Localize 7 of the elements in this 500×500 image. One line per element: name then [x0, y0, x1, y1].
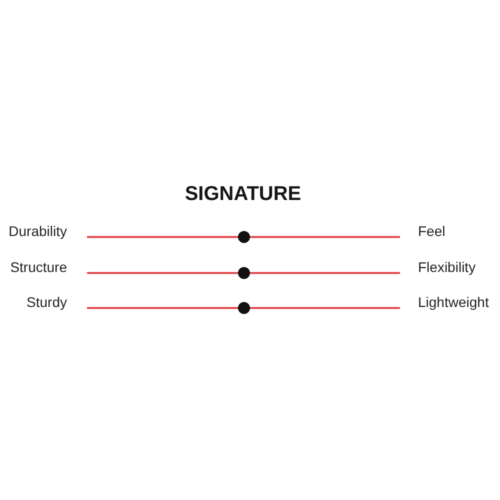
scale-right-label: Lightweight [418, 294, 489, 310]
scale-left-label: Structure [10, 258, 67, 274]
title: SIGNATURE [184, 182, 302, 206]
scale-right-label: Feel [418, 223, 446, 239]
scale-left-label: Sturdy [26, 294, 67, 310]
scale-left-label: Durability [8, 223, 67, 239]
scale-right-label: Flexibility [418, 258, 476, 274]
